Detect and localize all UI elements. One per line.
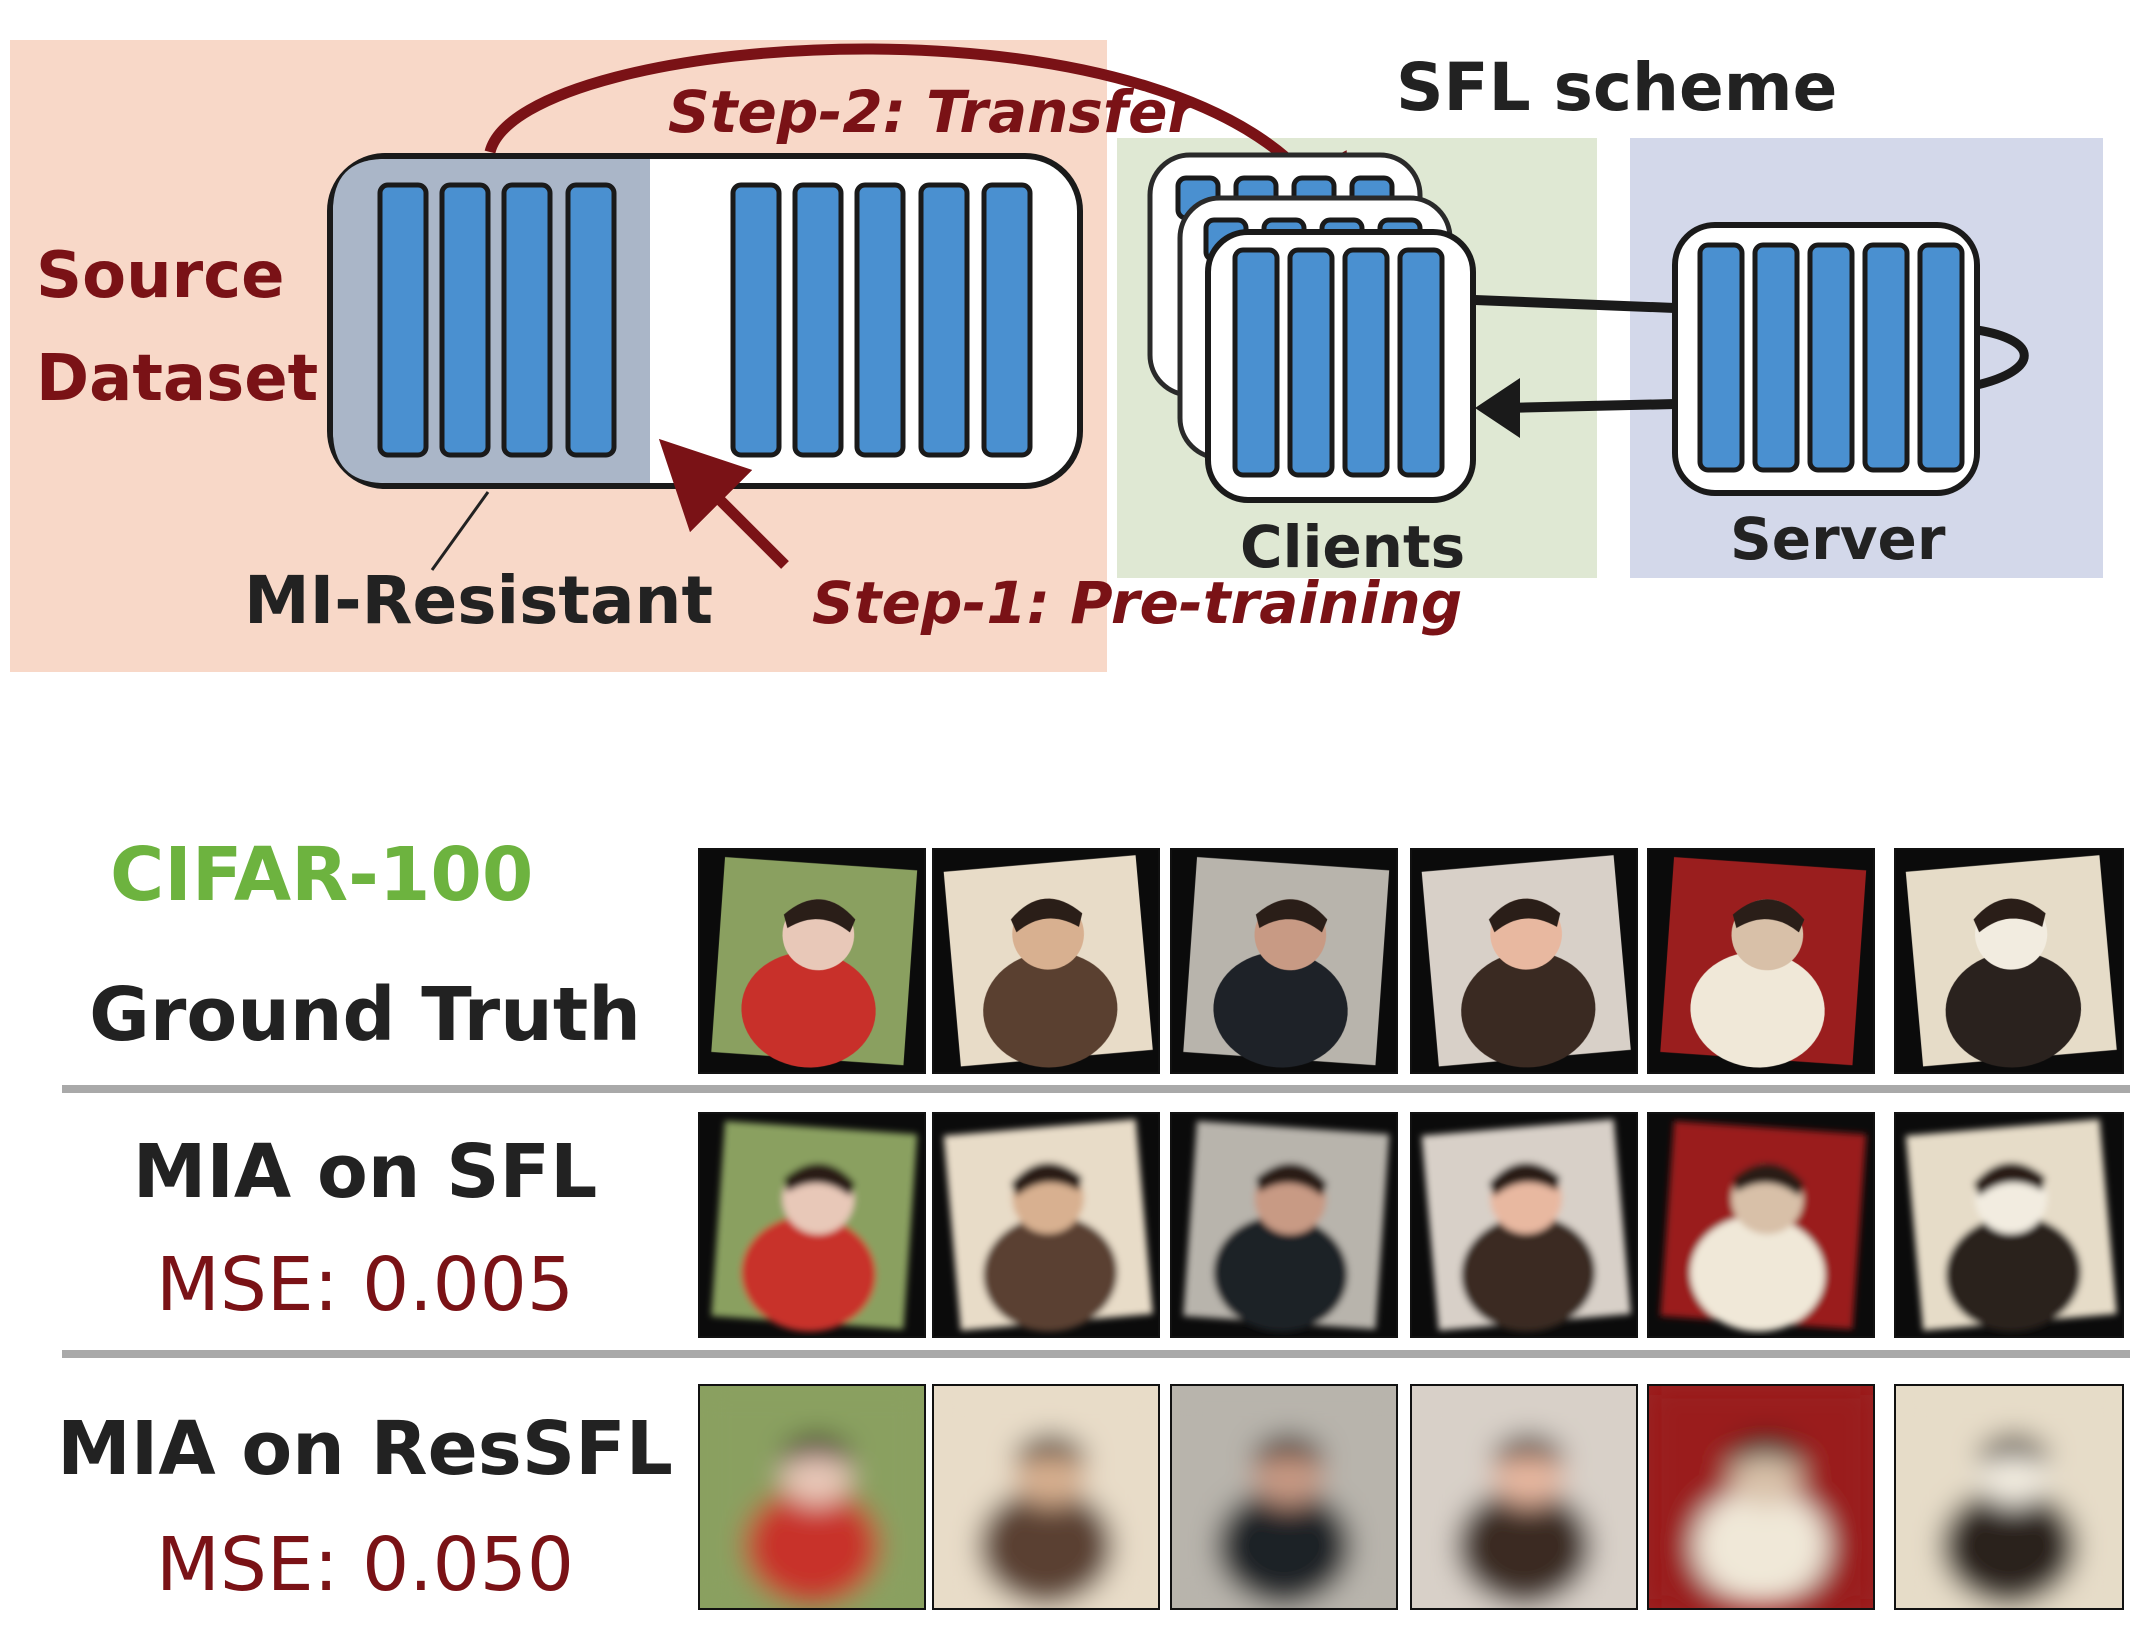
client-models xyxy=(1147,152,1476,503)
step1-label: Step-1: Pre-training xyxy=(812,569,1463,637)
pretrain-client-layer-2 xyxy=(439,182,491,458)
pretrain-model xyxy=(327,153,1083,489)
pretrain-client-layer-3 xyxy=(501,182,553,458)
server-layer-4 xyxy=(1862,242,1910,473)
source-dataset-label-line1: Source xyxy=(36,239,285,313)
thumb-mia-sfl-5 xyxy=(1647,1112,1875,1338)
server-layer-3 xyxy=(1807,242,1855,473)
thumb-mia-sfl-2 xyxy=(932,1112,1160,1338)
pretrain-server-layer-2 xyxy=(792,182,844,458)
row-separator-1 xyxy=(62,1085,2130,1093)
step2-label: Step-2: Transfer xyxy=(668,78,1197,146)
thumb-ground-truth-1 xyxy=(698,848,926,1074)
thumb-mia-ressfl-6 xyxy=(1894,1384,2124,1610)
client-to-server-link xyxy=(1474,295,1676,313)
server-layer-5 xyxy=(1917,242,1965,473)
row-metric-mia-sfl: MSE: 0.005 xyxy=(156,1242,574,1328)
pretrain-client-layer-1 xyxy=(377,182,429,458)
dataset-name: CIFAR-100 xyxy=(110,832,534,918)
thumb-ground-truth-6 xyxy=(1894,848,2124,1074)
transfer-arrow xyxy=(484,43,1352,249)
thumb-mia-ressfl-2 xyxy=(932,1384,1160,1610)
source-dataset-label-line2: Dataset xyxy=(36,342,319,416)
row-label-mia-ressfl: MIA on ResSFL xyxy=(57,1406,673,1492)
mi-resistant-label: MI-Resistant xyxy=(244,562,714,639)
row-metric-mia-ressfl: MSE: 0.050 xyxy=(156,1522,574,1608)
thumb-mia-ressfl-3 xyxy=(1170,1384,1398,1610)
mi-resistant-leader xyxy=(430,491,490,571)
thumb-mia-sfl-1 xyxy=(698,1112,926,1338)
pretrain-server-layer-1 xyxy=(730,182,782,458)
server-layer-2 xyxy=(1752,242,1800,473)
client-front-layer-1 xyxy=(1232,247,1280,478)
row-label-ground-truth: Ground Truth xyxy=(89,972,641,1058)
thumb-ground-truth-5 xyxy=(1647,848,1875,1074)
thumb-ground-truth-2 xyxy=(932,848,1160,1074)
thumb-mia-ressfl-1 xyxy=(698,1384,926,1610)
row-separator-2 xyxy=(62,1350,2130,1358)
thumb-mia-sfl-3 xyxy=(1170,1112,1398,1338)
thumb-mia-sfl-4 xyxy=(1410,1112,1638,1338)
thumb-mia-ressfl-4 xyxy=(1410,1384,1638,1610)
clients-label: Clients xyxy=(1240,513,1466,581)
server-to-client-arrowhead xyxy=(1475,378,1520,438)
thumb-mia-sfl-6 xyxy=(1894,1112,2124,1338)
pretrain-server-layer-4 xyxy=(918,182,970,458)
pretrain-arrow xyxy=(658,438,789,569)
thumb-ground-truth-4 xyxy=(1410,848,1638,1074)
pretrain-client-layer-4 xyxy=(565,182,617,458)
server-label: Server xyxy=(1730,505,1946,573)
thumb-mia-ressfl-5 xyxy=(1647,1384,1875,1610)
pipeline-diagram xyxy=(10,40,2103,672)
row-label-mia-sfl: MIA on SFL xyxy=(132,1129,598,1215)
pretrain-server-layer-5 xyxy=(981,182,1033,458)
thumb-ground-truth-3 xyxy=(1170,848,1398,1074)
sfl-scheme-label: SFL scheme xyxy=(1396,49,1838,126)
server-layer-1 xyxy=(1697,242,1745,473)
server-loop xyxy=(1975,325,2029,390)
server-model xyxy=(1672,222,1980,496)
pretrain-server-layer-3 xyxy=(854,182,906,458)
client-front-layer-3 xyxy=(1342,247,1390,478)
server-to-client-link xyxy=(1504,399,1676,413)
client-front-layer-4 xyxy=(1397,247,1445,478)
client-front-layer-2 xyxy=(1287,247,1335,478)
